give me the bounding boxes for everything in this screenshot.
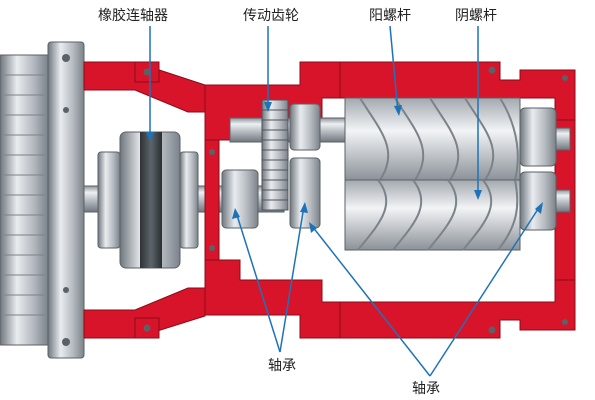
- bell-housing: [83, 61, 206, 339]
- leader-bearing-1b: [279, 205, 305, 353]
- motor-flange: [47, 41, 85, 359]
- female-rotor: [344, 179, 521, 251]
- label-female-rotor: 阴螺杆: [455, 8, 497, 24]
- leader-male-rotor: [389, 25, 399, 113]
- label-transmission-gear: 传动齿轮: [243, 8, 299, 24]
- motor-body: [0, 54, 49, 346]
- bearing-right: [519, 107, 571, 231]
- transmission-gear: [261, 99, 289, 211]
- male-rotor: [344, 97, 521, 181]
- label-bearing-left: 轴承: [268, 358, 296, 374]
- leader-lines: [149, 25, 541, 377]
- label-rubber-coupling: 橡胶连轴器: [98, 8, 168, 24]
- label-male-rotor: 阳螺杆: [369, 8, 411, 24]
- leader-bearing-1a: [235, 211, 281, 353]
- label-bearing-right: 轴承: [412, 381, 440, 397]
- leader-bearing-2b: [429, 205, 541, 377]
- rotor-casing: [339, 61, 576, 339]
- rubber-coupling: [97, 131, 199, 269]
- leader-bearing-2a: [311, 225, 431, 377]
- bearing-left: [221, 103, 321, 229]
- leader-arrowheads: [146, 102, 543, 233]
